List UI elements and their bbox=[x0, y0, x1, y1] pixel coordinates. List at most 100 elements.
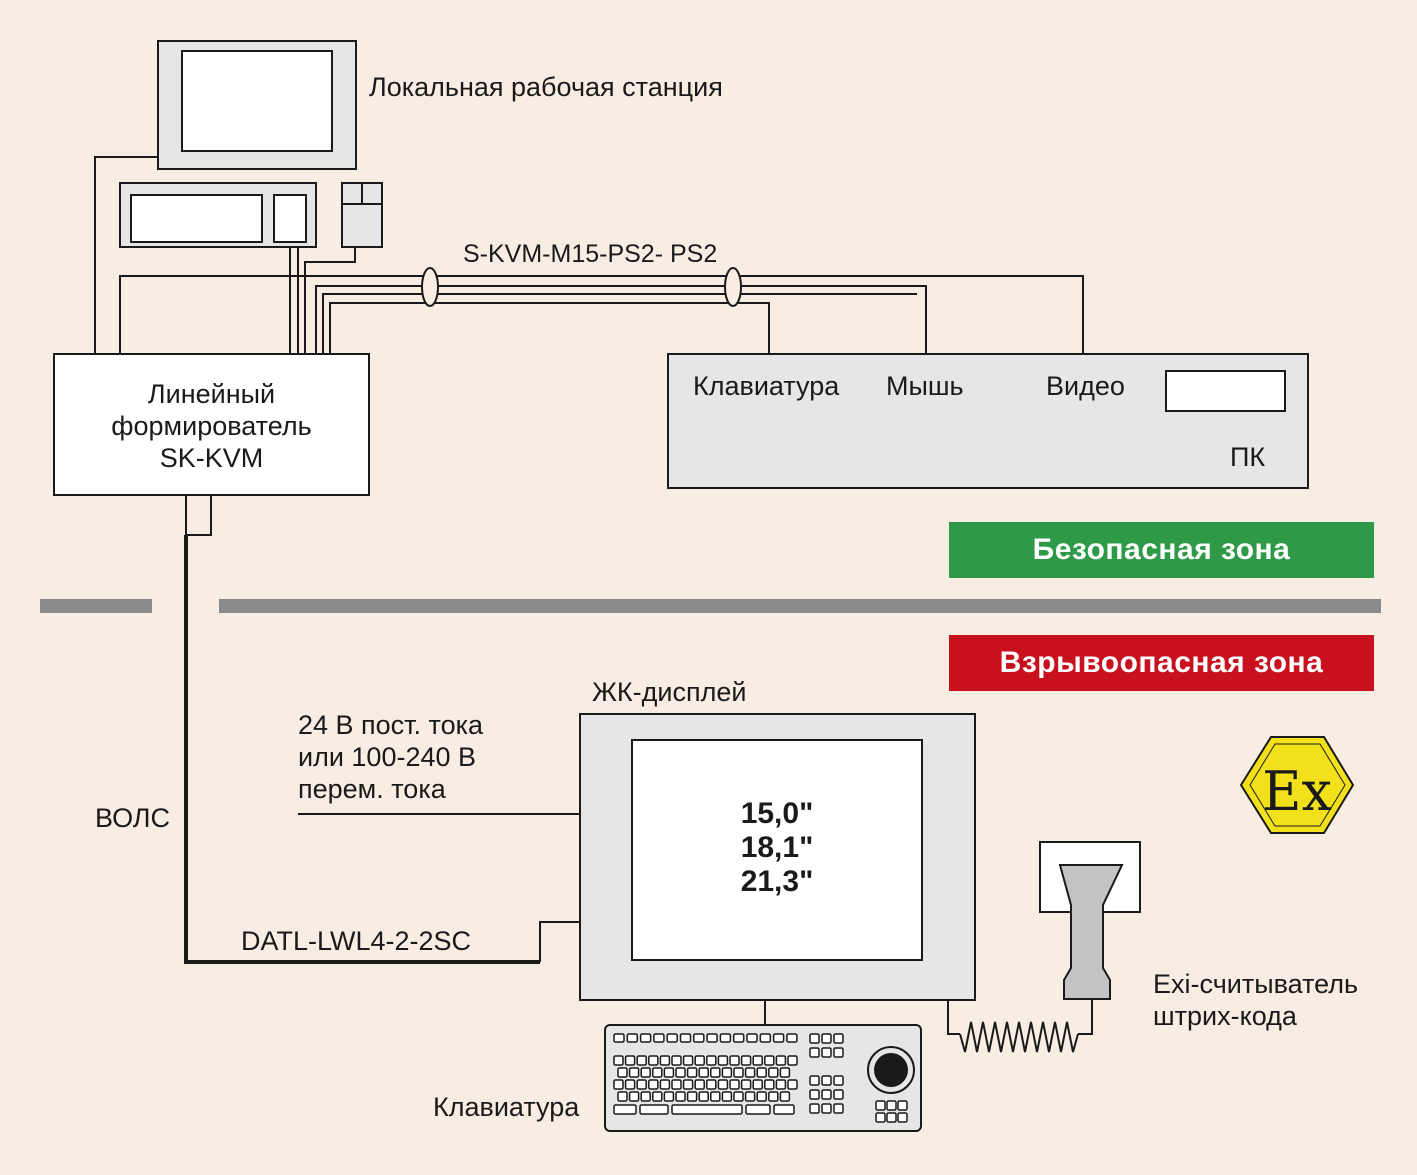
keyboard-key bbox=[652, 1067, 663, 1078]
keyboard-key bbox=[659, 1055, 671, 1066]
keyboard-label: Клавиатура bbox=[433, 1092, 580, 1122]
coiled-cable bbox=[959, 1021, 1079, 1053]
power-label: 24 В пост. тока или 100-240 В перем. ток… bbox=[298, 709, 483, 805]
keyboard-key bbox=[639, 1033, 652, 1043]
keyboard-key bbox=[694, 1079, 705, 1090]
lcd-label: ЖК-дисплей bbox=[592, 677, 747, 707]
keyboard-key bbox=[756, 1067, 767, 1078]
keyboard-key bbox=[706, 1079, 717, 1090]
keyboard-key bbox=[613, 1033, 625, 1043]
keyboard-key bbox=[679, 1033, 692, 1043]
keyboard-key bbox=[744, 1091, 756, 1102]
pc-port-mouse: Мышь bbox=[886, 371, 964, 401]
keyboard-key bbox=[671, 1104, 743, 1115]
keyboard-key bbox=[787, 1055, 798, 1066]
keyboard-key bbox=[693, 1033, 705, 1043]
keyboard-key bbox=[886, 1112, 897, 1123]
keyboard-key bbox=[732, 1033, 745, 1043]
keyboard-key bbox=[686, 1091, 698, 1102]
keyboard-key bbox=[663, 1067, 675, 1078]
line-driver-line: формирователь bbox=[111, 411, 312, 441]
keyboard-key bbox=[821, 1047, 832, 1058]
keyboard-key bbox=[821, 1075, 832, 1086]
keyboard-key bbox=[809, 1075, 820, 1086]
keyboard-key bbox=[659, 1079, 671, 1090]
safe-zone-badge: Безопасная зона bbox=[949, 522, 1374, 578]
keyboard-key bbox=[740, 1079, 752, 1090]
keyboard-key bbox=[694, 1055, 705, 1066]
keyboard-key bbox=[897, 1100, 908, 1111]
keyboard-key bbox=[773, 1104, 795, 1115]
keyboard-key bbox=[729, 1055, 740, 1066]
line-driver-line: SK-KVM bbox=[159, 443, 264, 473]
keyboard-key bbox=[721, 1091, 733, 1102]
pc-label: ПК bbox=[1230, 442, 1266, 472]
line-driver-box bbox=[53, 353, 370, 496]
keyboard-key bbox=[729, 1079, 740, 1090]
keyboard-key bbox=[710, 1067, 721, 1078]
keyboard-key bbox=[775, 1055, 787, 1066]
keyboard-key bbox=[779, 1067, 791, 1078]
keyboard-key bbox=[698, 1067, 709, 1078]
line-driver-line: Линейный bbox=[147, 379, 276, 409]
keyboard-key bbox=[787, 1079, 798, 1090]
keyboard-key bbox=[706, 1055, 717, 1066]
lcd-sizes: 15,0" 18,1" 21,3" bbox=[632, 797, 922, 899]
keyboard-key bbox=[768, 1067, 779, 1078]
keyboard-key bbox=[719, 1033, 732, 1043]
keyboard-key bbox=[648, 1079, 659, 1090]
keyboard-key bbox=[666, 1033, 678, 1043]
keyboard-key bbox=[628, 1067, 640, 1078]
keyboard-key bbox=[613, 1079, 624, 1090]
keyboard-key bbox=[675, 1067, 686, 1078]
keyboard-key bbox=[886, 1100, 897, 1111]
keyboard-key bbox=[752, 1079, 763, 1090]
keyboard-key bbox=[721, 1067, 733, 1078]
keyboard-key bbox=[833, 1047, 844, 1058]
keyboard-key bbox=[821, 1089, 832, 1100]
lcd-screen bbox=[631, 739, 923, 961]
power-line: или 100-240 В bbox=[298, 742, 477, 772]
keyboard-key bbox=[772, 1033, 785, 1043]
keyboard-key bbox=[746, 1033, 758, 1043]
keyboard-key bbox=[648, 1055, 659, 1066]
keyboard-key bbox=[671, 1079, 682, 1090]
keyboard-key bbox=[671, 1055, 682, 1066]
keyboard-key bbox=[740, 1055, 752, 1066]
keyboard-key bbox=[710, 1091, 721, 1102]
keyboard-key bbox=[640, 1091, 651, 1102]
keyboard-key bbox=[833, 1075, 844, 1086]
lcd-size: 18,1" bbox=[740, 831, 814, 864]
keyboard-key bbox=[639, 1104, 669, 1115]
ex-text: Ex bbox=[1262, 760, 1332, 823]
keyboard-key bbox=[809, 1089, 820, 1100]
keyboard-key bbox=[733, 1091, 744, 1102]
keyboard-key bbox=[809, 1103, 820, 1114]
keyboard-key bbox=[764, 1079, 775, 1090]
fiber-line bbox=[184, 535, 540, 964]
lcd-size: 21,3" bbox=[740, 865, 814, 898]
keyboard-key bbox=[833, 1033, 844, 1044]
keyboard-key bbox=[744, 1067, 756, 1078]
keyboard-key bbox=[809, 1033, 820, 1044]
keyboard-key bbox=[617, 1091, 628, 1102]
keyboard-key bbox=[764, 1055, 775, 1066]
keyboard-key bbox=[652, 1091, 663, 1102]
keyboard-key bbox=[636, 1055, 647, 1066]
keyboard-key bbox=[768, 1091, 779, 1102]
keyboard-key bbox=[833, 1103, 844, 1114]
pc-drive bbox=[1165, 370, 1286, 412]
pc-port-video: Видео bbox=[1046, 371, 1125, 401]
keyboard-key bbox=[653, 1033, 665, 1043]
keyboard-key bbox=[745, 1104, 771, 1115]
power-line: перем. тока bbox=[298, 774, 446, 804]
keyboard-key bbox=[613, 1104, 637, 1115]
keyboard-key bbox=[775, 1079, 787, 1090]
keyboard-key bbox=[897, 1112, 908, 1123]
lcd-size: 15,0" bbox=[740, 797, 814, 830]
keyboard-key bbox=[752, 1055, 763, 1066]
scanner-reader bbox=[1058, 864, 1124, 1000]
keyboard-key bbox=[613, 1055, 624, 1066]
keyboard-key bbox=[759, 1033, 772, 1043]
